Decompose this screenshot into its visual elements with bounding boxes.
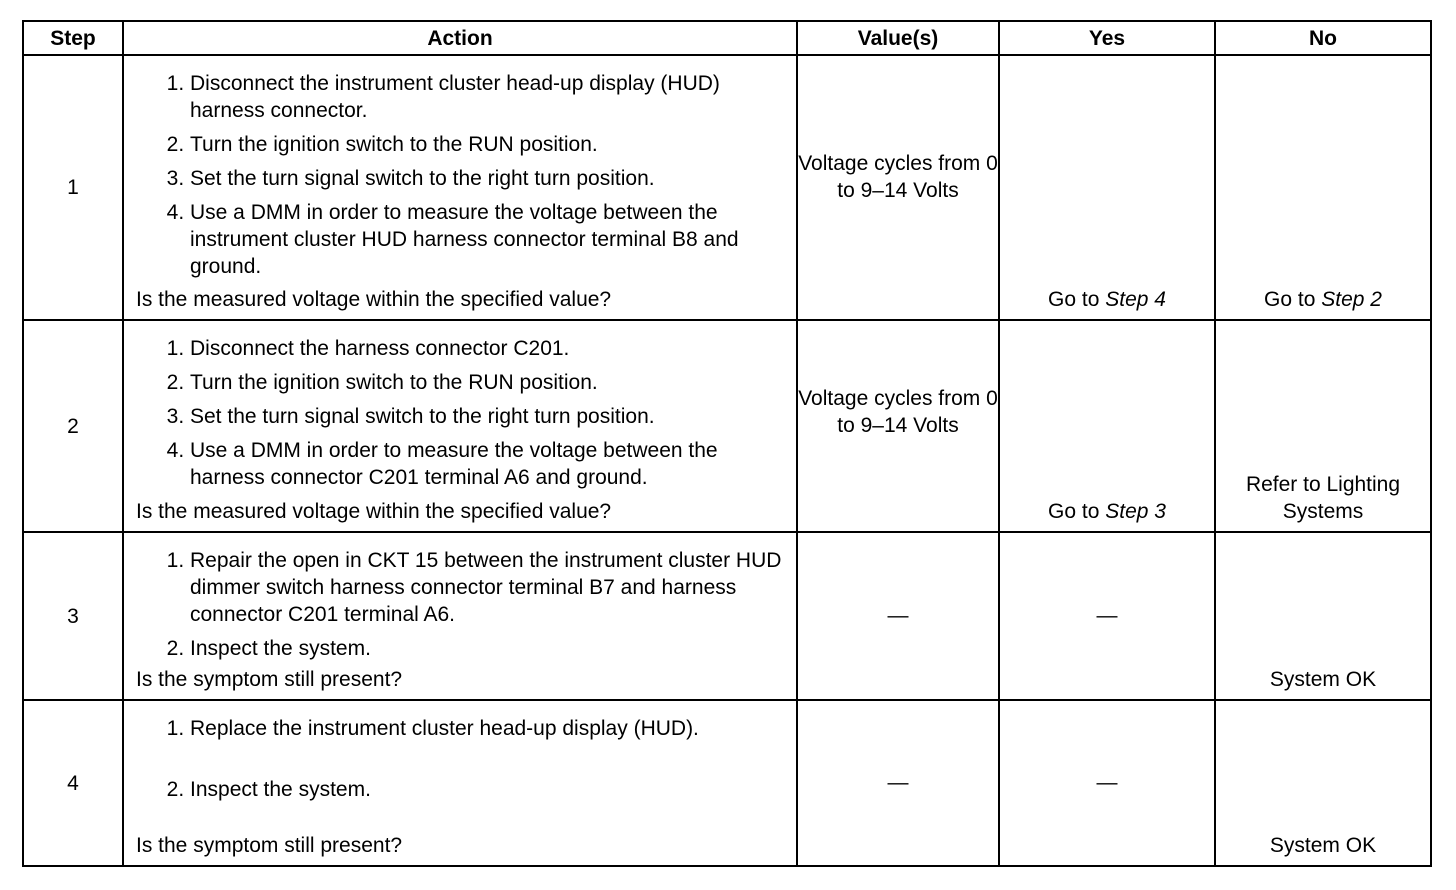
value-dash: — <box>887 604 909 627</box>
action-step: Turn the ignition switch to the RUN posi… <box>190 369 786 396</box>
action-question: Is the symptom still present? <box>136 668 403 691</box>
action-cell: Replace the instrument cluster head-up d… <box>122 699 798 867</box>
no-cell: Refer to Lighting Systems <box>1214 319 1432 533</box>
no-result: System OK <box>1269 668 1377 691</box>
action-step: Disconnect the harness connector C201. <box>190 335 786 362</box>
yes-dash: — <box>1096 771 1118 794</box>
step-number: 4 <box>22 699 124 867</box>
header-no: No <box>1214 20 1432 56</box>
action-step: Use a DMM in order to measure the voltag… <box>190 437 786 491</box>
step-number: 2 <box>22 319 124 533</box>
action-step: Disconnect the instrument cluster head-u… <box>190 70 786 124</box>
no-result: System OK <box>1269 834 1377 857</box>
action-step: Set the turn signal switch to the right … <box>190 403 786 430</box>
step-ref: Step 4 <box>1105 288 1166 311</box>
action-steps: Repair the open in CKT 15 between the in… <box>124 533 796 662</box>
step-ref: Step 2 <box>1321 288 1382 311</box>
action-step: Set the turn signal switch to the right … <box>190 165 786 192</box>
table-row: 1 Disconnect the instrument cluster head… <box>22 54 1432 321</box>
header-row: Step Action Value(s) Yes No <box>22 20 1432 56</box>
yes-cell: Go to Step 3 <box>998 319 1216 533</box>
value-cell: Voltage cycles from 0 to 9–14 Volts <box>796 319 1000 533</box>
value-text: Voltage cycles from 0 to 9–14 Volts <box>798 387 998 437</box>
value-cell: — <box>796 531 1000 701</box>
value-dash: — <box>887 771 909 794</box>
yes-cell: — <box>998 699 1216 867</box>
action-question: Is the symptom still present? <box>136 834 403 857</box>
table-row: 3 Repair the open in CKT 15 between the … <box>22 531 1432 701</box>
action-step: Inspect the system. <box>190 635 786 662</box>
action-question: Is the measured voltage within the speci… <box>136 288 612 311</box>
action-steps: Replace the instrument cluster head-up d… <box>124 701 796 803</box>
no-result: Refer to Lighting Systems <box>1245 473 1401 523</box>
action-step: Inspect the system. <box>190 776 786 803</box>
step-number: 3 <box>22 531 124 701</box>
no-cell: System OK <box>1214 531 1432 701</box>
no-cell: System OK <box>1214 699 1432 867</box>
step-ref: Step 3 <box>1105 500 1166 523</box>
action-cell: Disconnect the harness connector C201. T… <box>122 319 798 533</box>
value-cell: — <box>796 699 1000 867</box>
yes-result: Go to Step 3 <box>1048 500 1166 523</box>
yes-cell: — <box>998 531 1216 701</box>
action-cell: Disconnect the instrument cluster head-u… <box>122 54 798 321</box>
action-step: Replace the instrument cluster head-up d… <box>190 715 786 742</box>
value-text: Voltage cycles from 0 to 9–14 Volts <box>798 152 998 202</box>
action-step: Use a DMM in order to measure the voltag… <box>190 199 786 280</box>
step-number: 1 <box>22 54 124 321</box>
yes-cell: Go to Step 4 <box>998 54 1216 321</box>
value-cell: Voltage cycles from 0 to 9–14 Volts <box>796 54 1000 321</box>
no-result: Go to Step 2 <box>1264 288 1382 311</box>
header-yes: Yes <box>998 20 1216 56</box>
table-row: 4 Replace the instrument cluster head-up… <box>22 699 1432 867</box>
table-row: 2 Disconnect the harness connector C201.… <box>22 319 1432 533</box>
action-steps: Disconnect the harness connector C201. T… <box>124 321 796 491</box>
header-values: Value(s) <box>796 20 1000 56</box>
yes-dash: — <box>1096 604 1118 627</box>
action-question: Is the measured voltage within the speci… <box>136 500 612 523</box>
header-action: Action <box>122 20 798 56</box>
action-steps: Disconnect the instrument cluster head-u… <box>124 56 796 280</box>
action-step: Turn the ignition switch to the RUN posi… <box>190 131 786 158</box>
action-step: Repair the open in CKT 15 between the in… <box>190 547 786 628</box>
diagnostic-table: Step Action Value(s) Yes No 1 Disconnect… <box>22 20 1432 867</box>
action-cell: Repair the open in CKT 15 between the in… <box>122 531 798 701</box>
no-cell: Go to Step 2 <box>1214 54 1432 321</box>
yes-result: Go to Step 4 <box>1048 288 1166 311</box>
header-step: Step <box>22 20 124 56</box>
